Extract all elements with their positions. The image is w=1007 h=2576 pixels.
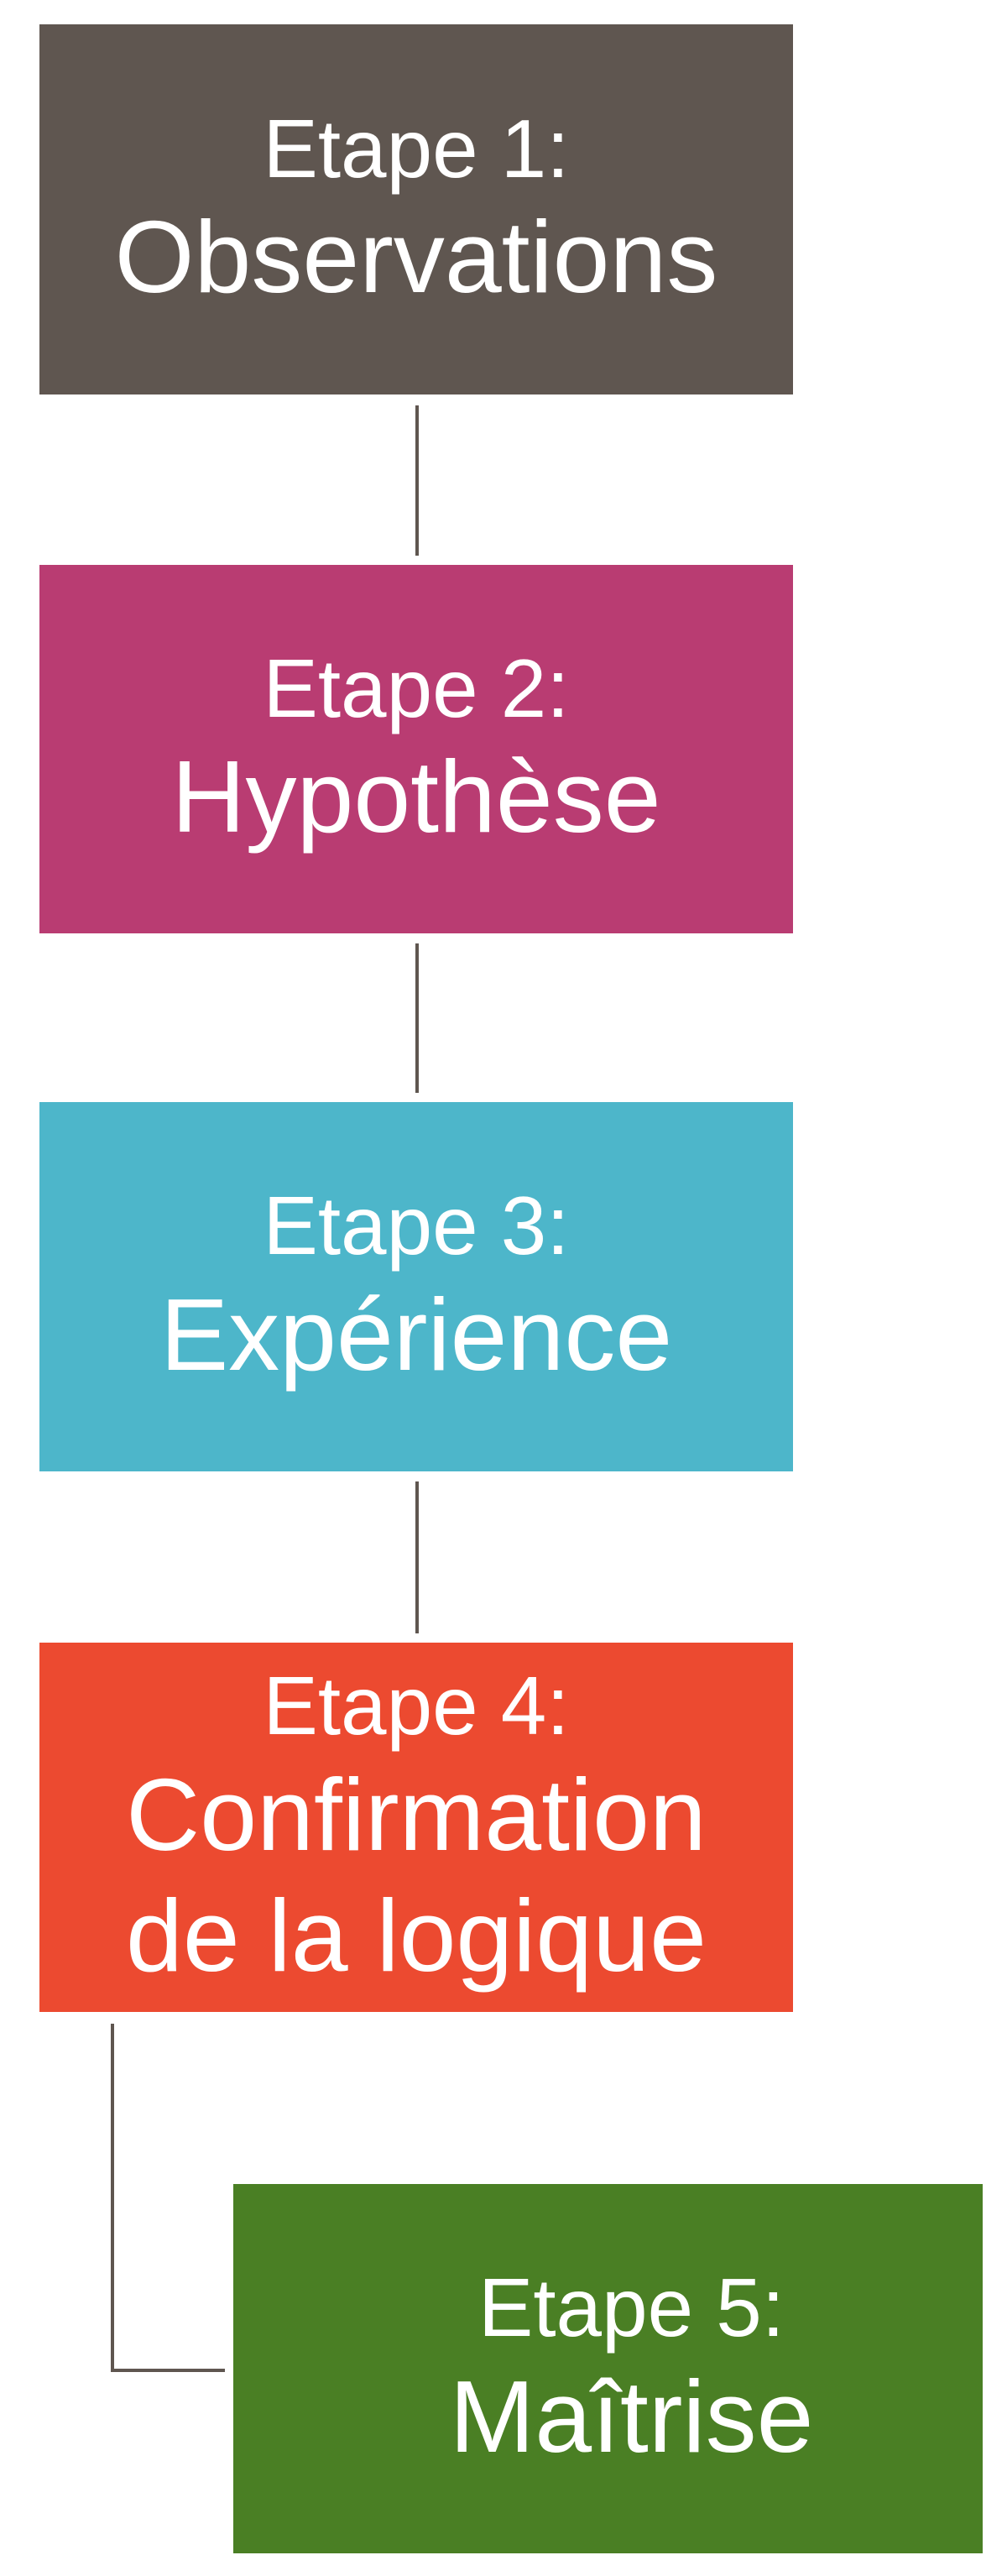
step-3-label: Etape 3: [263,1179,570,1272]
step-2-box: Etape 2: Hypothèse [39,565,793,933]
step-5-title: Maîtrise [449,2359,814,2474]
step-3-box: Etape 3: Expérience [39,1102,793,1471]
step-4-title: Confirmation de la logique [126,1757,707,1993]
step-5-label: Etape 5: [477,2261,785,2354]
step-1-box: Etape 1: Observations [39,24,793,394]
step-2-title: Hypothèse [171,739,661,854]
step-1-label: Etape 1: [263,102,570,195]
step-3-title: Expérience [159,1277,673,1392]
connector-step4-step5 [111,2024,225,2372]
step-4-box: Etape 4: Confirmation de la logique [39,1643,793,2012]
step-5-box: Etape 5: Maîtrise [233,2184,983,2553]
step-2-label: Etape 2: [263,641,570,734]
step-4-label: Etape 4: [263,1659,570,1753]
step-1-title: Observations [114,200,718,315]
